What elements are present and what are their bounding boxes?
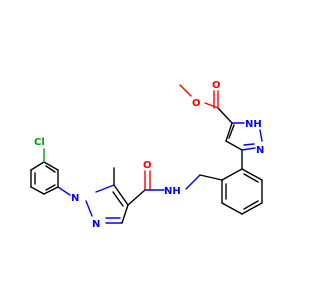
bond — [30, 186, 45, 195]
double-bond-inner — [243, 143, 255, 146]
bond — [113, 184, 129, 206]
bond — [241, 147, 256, 151]
nitrogen-n1-label: N — [71, 193, 79, 204]
methoxy-oxygen-label: O — [192, 98, 201, 109]
bond — [185, 174, 201, 190]
double-bond-inner — [228, 124, 235, 139]
pyrazole-n-label: N — [256, 145, 264, 156]
bond — [217, 107, 233, 124]
bond — [221, 202, 243, 215]
double-bond-inner — [45, 184, 56, 191]
bond — [225, 140, 243, 151]
nitrogen-n2-label: N — [92, 219, 100, 230]
methoxy-bond — [179, 84, 192, 97]
pyrazole-ring-1 — [85, 167, 129, 224]
chlorophenyl-ring — [30, 148, 59, 195]
bond — [204, 102, 219, 109]
amide-nh-label: NH — [164, 186, 181, 197]
ester-group — [179, 84, 233, 124]
pyrazole-nh-label: NH — [245, 119, 262, 130]
bond — [199, 174, 223, 181]
bond — [127, 189, 146, 206]
bond — [259, 129, 263, 142]
bond — [225, 122, 233, 142]
double-bond-inner — [243, 200, 259, 210]
chlorine-label: Cl — [34, 137, 45, 148]
phenyl-ring-2 — [199, 168, 263, 215]
molecule-structure: Cl N N O NH O O NH N — [30, 80, 264, 230]
amide-oxygen-label: O — [143, 160, 152, 171]
aryl-n-bond — [57, 186, 71, 196]
bond — [221, 168, 243, 181]
bond — [85, 200, 93, 217]
bond — [121, 204, 129, 224]
amide-group — [127, 170, 201, 206]
double-bond-inner — [112, 191, 124, 207]
double-bond-inner — [45, 165, 56, 173]
pyrazole-ring-2 — [225, 122, 263, 151]
bond — [241, 202, 263, 215]
double-bond-inner — [243, 173, 259, 183]
bond — [95, 184, 115, 193]
bond — [241, 168, 263, 181]
molecule-structure-canvas: Cl N N O NH O O NH N — [30, 80, 265, 230]
bond — [43, 161, 59, 171]
carbonyl-oxygen-label: O — [212, 80, 221, 91]
bond — [30, 161, 45, 171]
bond — [43, 186, 59, 195]
